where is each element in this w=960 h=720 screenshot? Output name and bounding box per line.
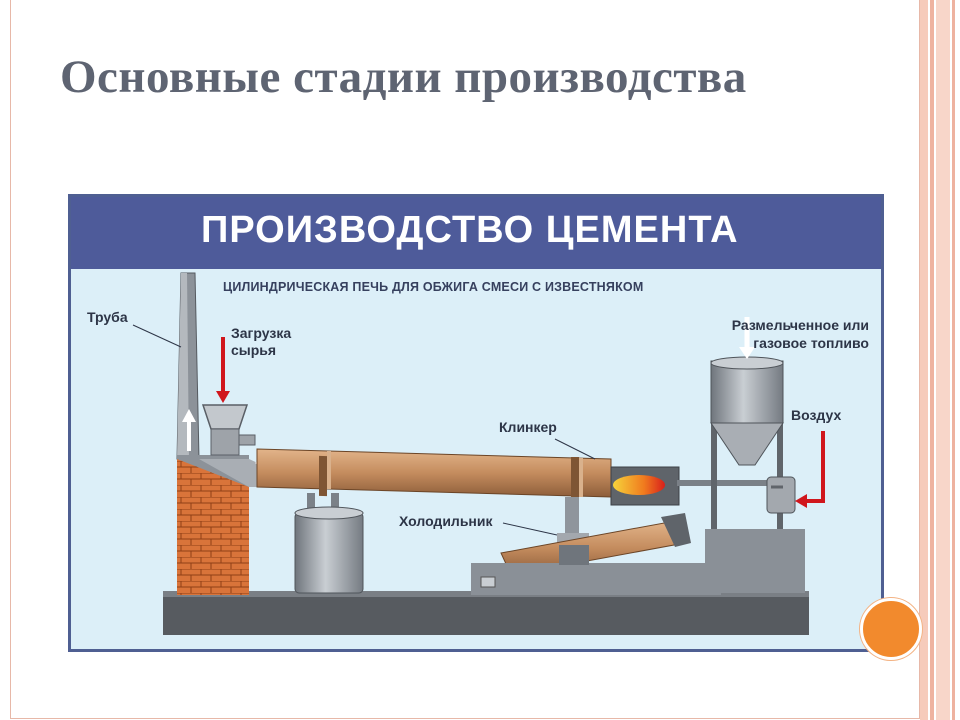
diagram-title: ПРОИЗВОДСТВО ЦЕМЕНТА bbox=[201, 209, 739, 251]
slide-frame bbox=[10, 0, 920, 719]
kiln-support-right bbox=[565, 497, 579, 537]
label-pipe: Труба bbox=[87, 309, 128, 325]
fuel-support-base bbox=[705, 529, 805, 593]
vessel-left bbox=[294, 512, 364, 594]
flame bbox=[613, 475, 665, 495]
foundation bbox=[163, 595, 809, 635]
label-feed-line1: Загрузка bbox=[231, 325, 292, 341]
label-feed-line2: сырья bbox=[231, 342, 277, 358]
diagram-subtitle: ЦИЛИНДРИЧЕСКАЯ ПЕЧЬ ДЛЯ ОБЖИГА СМЕСИ С И… bbox=[223, 280, 644, 294]
air-arrow bbox=[803, 431, 825, 503]
label-clinker: Клинкер bbox=[499, 419, 557, 435]
label-cooler: Холодильник bbox=[399, 513, 493, 529]
cement-production-diagram: ПРОИЗВОДСТВО ЦЕМЕНТА ЦИЛИНДРИЧЕСКАЯ ПЕЧЬ… bbox=[68, 194, 884, 652]
diagram-header: ПРОИЗВОДСТВО ЦЕМЕНТА bbox=[71, 197, 881, 269]
decorative-stripes bbox=[918, 0, 960, 720]
decorative-orange-circle bbox=[860, 598, 922, 660]
cooler-base bbox=[471, 563, 721, 595]
kiln-illustration bbox=[132, 272, 825, 635]
label-fuel-line1: Размельченное или bbox=[731, 317, 869, 333]
label-air: Воздух bbox=[791, 407, 842, 423]
label-fuel-line2: газовое топливо bbox=[753, 335, 869, 351]
rotary-kiln bbox=[256, 448, 612, 498]
air-fan bbox=[766, 476, 796, 514]
slide-title: Основные стадии производства bbox=[60, 51, 747, 103]
fuel-hopper bbox=[710, 360, 784, 424]
raw-feed-hopper bbox=[201, 404, 249, 430]
